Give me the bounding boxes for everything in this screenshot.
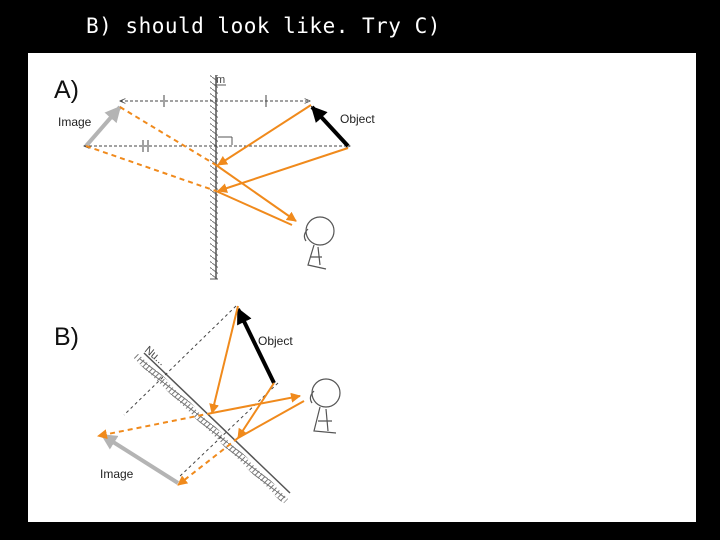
content-panel: A) m Object Image — [28, 53, 696, 522]
diagram-a-rays — [215, 104, 349, 226]
diagram-a-object-arrow — [310, 105, 350, 148]
diagram-a-mirror: m — [210, 74, 233, 280]
diagram-b-virtual-rays — [97, 412, 239, 486]
diagram-b-construction-lines — [123, 305, 279, 479]
diagram-b-rays — [209, 305, 305, 439]
mirror-ray-diagrams: A) m Object Image — [54, 74, 375, 504]
slide-title: B) should look like. Try C) — [86, 14, 441, 38]
diagram-b-image-label: Image — [100, 467, 134, 481]
svg-text:m: m — [216, 74, 225, 86]
diagram-b: B) Nu... Object Image — [54, 305, 341, 504]
diagram-b-image-arrow — [100, 433, 180, 485]
diagram-a-image-label: Image — [58, 115, 92, 129]
diagram-a-virtual-rays — [85, 106, 217, 192]
diagram-a-label: A) — [54, 76, 79, 104]
diagram-b-object-label: Object — [258, 334, 293, 348]
diagram-a-eye-icon — [303, 216, 335, 270]
diagram-b-object-arrow — [236, 307, 276, 384]
diagram-b-eye-icon — [309, 378, 341, 434]
diagram-a: A) m Object Image — [54, 74, 375, 280]
diagram-a-image-arrow — [84, 105, 122, 148]
diagram-b-label: B) — [54, 323, 79, 351]
diagram-a-object-label: Object — [340, 112, 375, 126]
